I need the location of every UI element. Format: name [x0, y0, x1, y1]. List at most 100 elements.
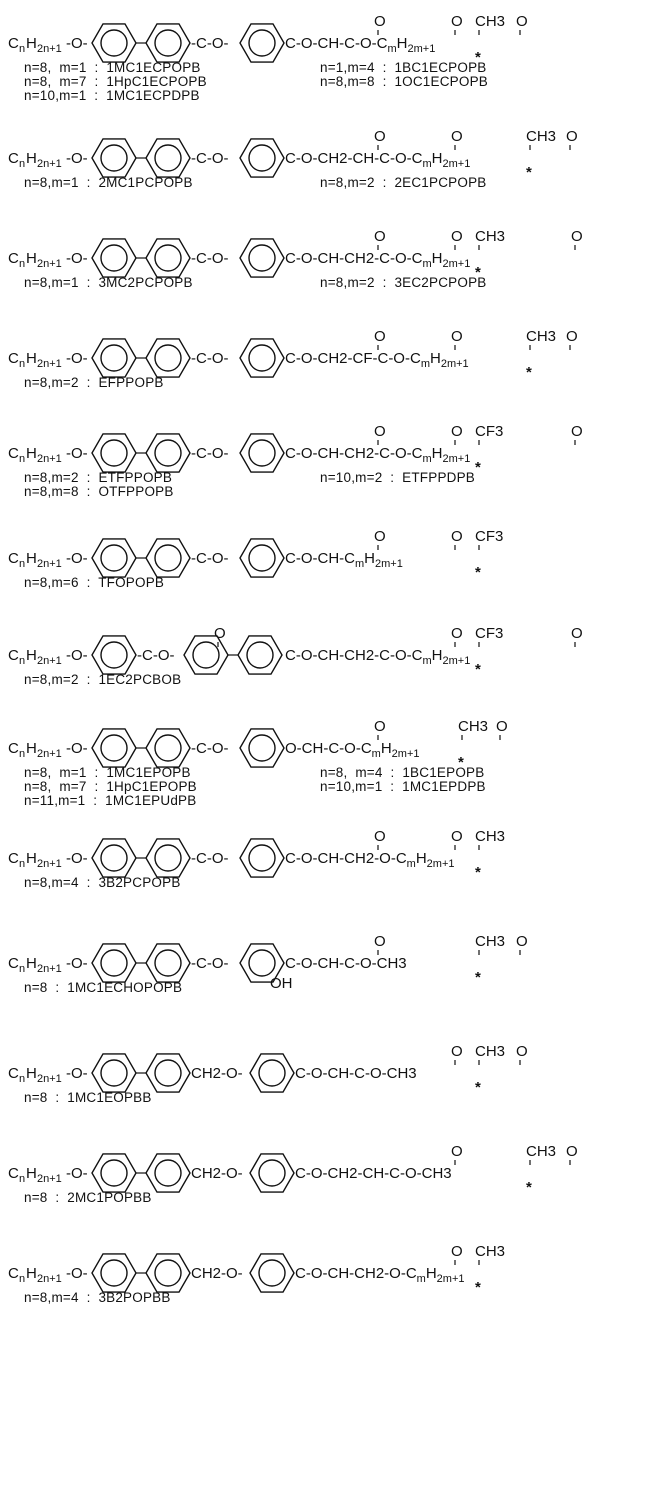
chiral-center-star: *	[475, 1279, 481, 1296]
chiral-center-star: *	[475, 864, 481, 881]
substituent-label: CH3	[475, 828, 505, 845]
substituent-label: O	[571, 228, 583, 245]
benzene-ring-2	[145, 238, 191, 278]
prefix-n: n	[19, 1073, 25, 1085]
prefix-n: n	[19, 158, 25, 170]
benzene-ring-2	[145, 433, 191, 473]
prefix-link: -O-	[66, 150, 88, 167]
compound-label: n=11,m=1 : 1MC1EPUdPB	[24, 793, 197, 808]
substituent-label: O	[451, 625, 463, 642]
prefix-link: -O-	[66, 850, 88, 867]
prefix-h: H	[26, 850, 37, 867]
benzene-ring-2	[145, 838, 191, 878]
prefix-n: n	[19, 963, 25, 975]
prefix-link: -O-	[66, 1065, 88, 1082]
prefix-sub: 2n+1	[37, 655, 62, 667]
chiral-center-star: *	[475, 49, 481, 66]
prefix-sub: 2n+1	[37, 1273, 62, 1285]
chiral-center-star: *	[475, 264, 481, 281]
chiral-center-star: *	[526, 364, 532, 381]
prefix-h: H	[26, 150, 37, 167]
substituent-label: O	[374, 423, 386, 440]
benzene-ring-3	[237, 635, 283, 675]
substituent-label: CH3	[526, 128, 556, 145]
benzene-ring-2	[145, 538, 191, 578]
compound-label: n=8,m=1 : 3MC2PCPOPB	[24, 275, 193, 290]
prefix-h: H	[26, 740, 37, 757]
substituent-label: O	[451, 1043, 463, 1060]
benzene-ring-1	[91, 635, 137, 675]
substituent-label: O	[516, 1043, 528, 1060]
substituent-label: O	[451, 328, 463, 345]
substituent-label: CF3	[475, 528, 503, 545]
benzene-ring-3	[239, 728, 285, 768]
prefix-h: H	[26, 445, 37, 462]
tail-formula: C-O-CH-C-O-CmH2m+1	[285, 35, 435, 55]
tail-formula: C-O-CH2-CF-C-O-CmH2m+1	[285, 350, 469, 370]
prefix-n: n	[19, 358, 25, 370]
prefix-h: H	[26, 350, 37, 367]
benzene-ring-3	[249, 1053, 295, 1093]
linker-text: CH2-O-	[191, 1265, 243, 1282]
prefix-h: H	[26, 1265, 37, 1282]
prefix-sub: 2n+1	[37, 453, 62, 465]
substituent-label: CH3	[475, 228, 505, 245]
compound-label: n=8,m=2 : 3EC2PCPOPB	[320, 275, 487, 290]
tail-formula: C-O-CH-CmH2m+1	[285, 550, 403, 570]
tail-formula: C-O-CH2-CH-C-O-CH3	[295, 1165, 452, 1182]
substituent-label: O	[374, 933, 386, 950]
substituent-label: O	[451, 828, 463, 845]
chiral-center-star: *	[475, 1079, 481, 1096]
prefix-c: C	[8, 445, 19, 462]
prefix-sub: 2n+1	[37, 358, 62, 370]
benzene-ring-1	[91, 538, 137, 578]
substituent-label: O	[451, 423, 463, 440]
substituent-label: CH3	[475, 13, 505, 30]
prefix-link: -O-	[66, 550, 88, 567]
prefix-n: n	[19, 558, 25, 570]
prefix-n: n	[19, 453, 25, 465]
prefix-c: C	[8, 1165, 19, 1182]
substituent-label: O	[374, 228, 386, 245]
substituent-label: O	[374, 828, 386, 845]
substituent-label: O	[374, 718, 386, 735]
benzene-ring-3	[249, 1153, 295, 1193]
benzene-ring-3	[239, 943, 285, 983]
benzene-ring-2	[145, 138, 191, 178]
substituent-label: O	[451, 1143, 463, 1160]
benzene-ring-3	[239, 838, 285, 878]
prefix-h: H	[26, 250, 37, 267]
benzene-ring-1	[91, 238, 137, 278]
compound-label: n=8 : 1MC1ECHOPOPB	[24, 980, 183, 995]
benzene-ring-3	[239, 338, 285, 378]
substituent-label: O	[451, 128, 463, 145]
tail-formula: C-O-CH-CH2-C-O-CmH2m+1	[285, 647, 470, 667]
compound-label: n=8 : 1MC1EOPBB	[24, 1090, 152, 1105]
substituent-label: CH3	[458, 718, 488, 735]
linker-text: -C-O-	[191, 35, 229, 52]
tail-formula: C-O-CH-C-O-CH3	[285, 955, 407, 972]
prefix-link: -O-	[66, 250, 88, 267]
prefix-sub: 2n+1	[37, 158, 62, 170]
benzene-ring-1	[91, 943, 137, 983]
compound-label: n=1,m=4 : 1BC1ECPOPB	[320, 60, 487, 75]
tail-formula: C-O-CH-CH2-O-CmH2m+1	[295, 1265, 465, 1285]
substituent-label: O	[566, 1143, 578, 1160]
linker-text: -C-O-	[191, 445, 229, 462]
